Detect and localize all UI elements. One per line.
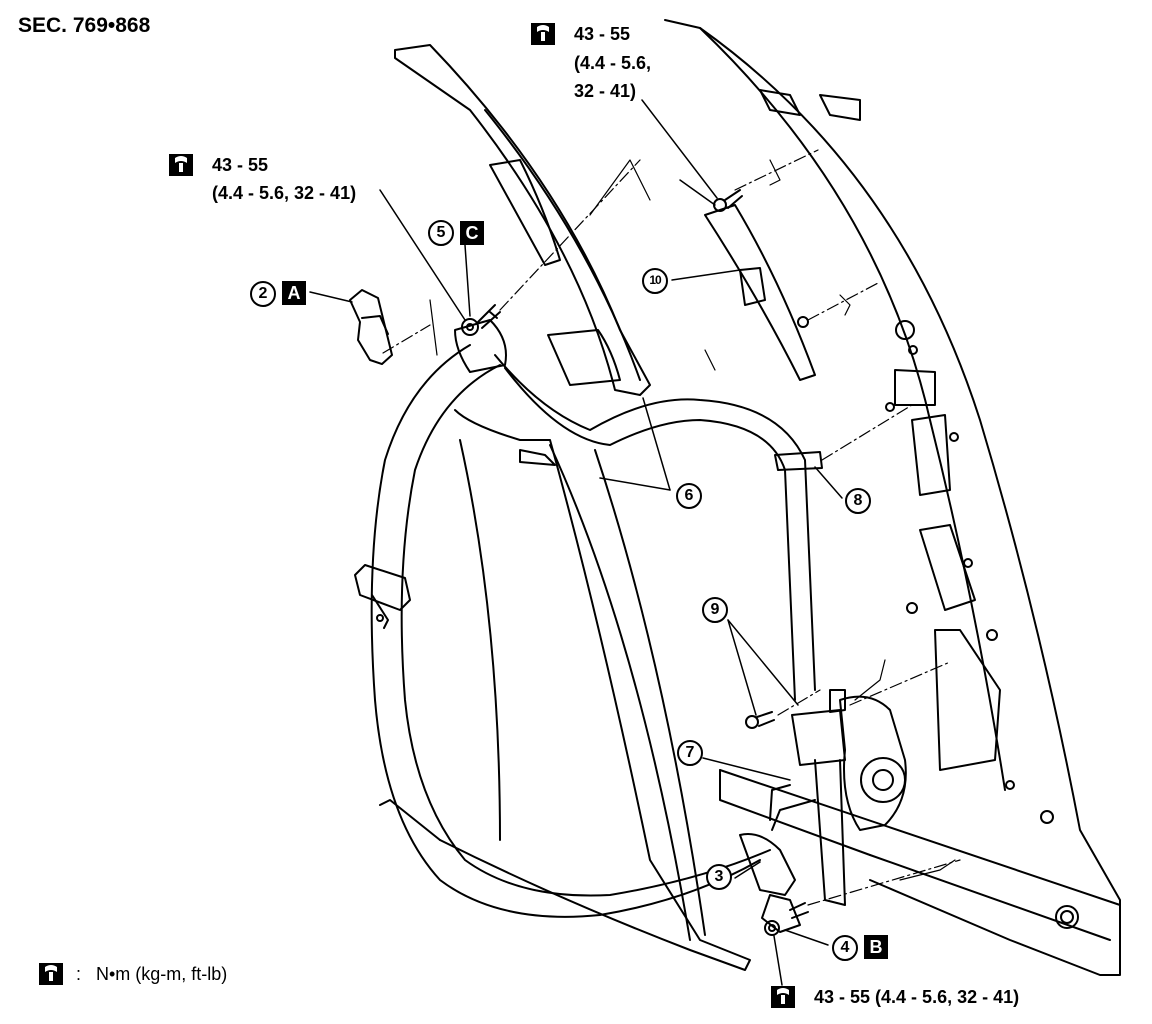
leader-lines (309, 99, 843, 986)
callout-4: 4 (832, 935, 858, 961)
pillar-upper-trim (394, 44, 651, 396)
callout-2: 2 (250, 281, 276, 307)
callout-3: 3 (706, 864, 732, 890)
section-number: SEC. 769•868 (18, 14, 151, 37)
alignment-lines (382, 149, 961, 906)
callout-6: 6 (676, 483, 702, 509)
torque-spec-top-line3: 32 - 41) (574, 81, 637, 101)
badge-b: B (864, 935, 888, 959)
callout-10: 10 (642, 268, 668, 294)
callout-9: 9 (702, 597, 728, 623)
torque-spec-left-line1: 43 - 55 (212, 155, 269, 175)
side-sill (719, 769, 1121, 941)
body-side-panel (664, 19, 1121, 976)
callout-8: 8 (845, 488, 871, 514)
torque-wrench-icon (169, 154, 193, 176)
badge-a: A (282, 281, 306, 305)
torque-wrench-icon (531, 23, 555, 45)
torque-wrench-icon (771, 986, 795, 1008)
height-adjuster (704, 189, 816, 381)
retractor-bolt (745, 711, 775, 729)
pillar-lower-trim (379, 409, 751, 971)
torque-spec-top-line1: 43 - 55 (574, 24, 631, 44)
anchor-cover (349, 289, 393, 365)
retractor (769, 689, 907, 906)
seat-belt-webbing (354, 344, 823, 918)
break-lines (429, 159, 956, 881)
torque-wrench-icon (39, 963, 63, 985)
torque-spec-left-line2: (4.4 - 5.6, 32 - 41) (212, 183, 357, 203)
torque-spec-top-line2: (4.4 - 5.6, (574, 53, 652, 73)
torque-spec-bottom: 43 - 55 (4.4 - 5.6, 32 - 41) (814, 987, 1020, 1007)
legend-separator: : (76, 964, 82, 984)
callout-7: 7 (677, 740, 703, 766)
upper-anchor (454, 304, 507, 373)
badge-c: C (460, 221, 484, 245)
callout-5: 5 (428, 220, 454, 246)
lower-anchor (739, 833, 809, 936)
legend-units: N•m (kg-m, ft-lb) (96, 964, 228, 984)
